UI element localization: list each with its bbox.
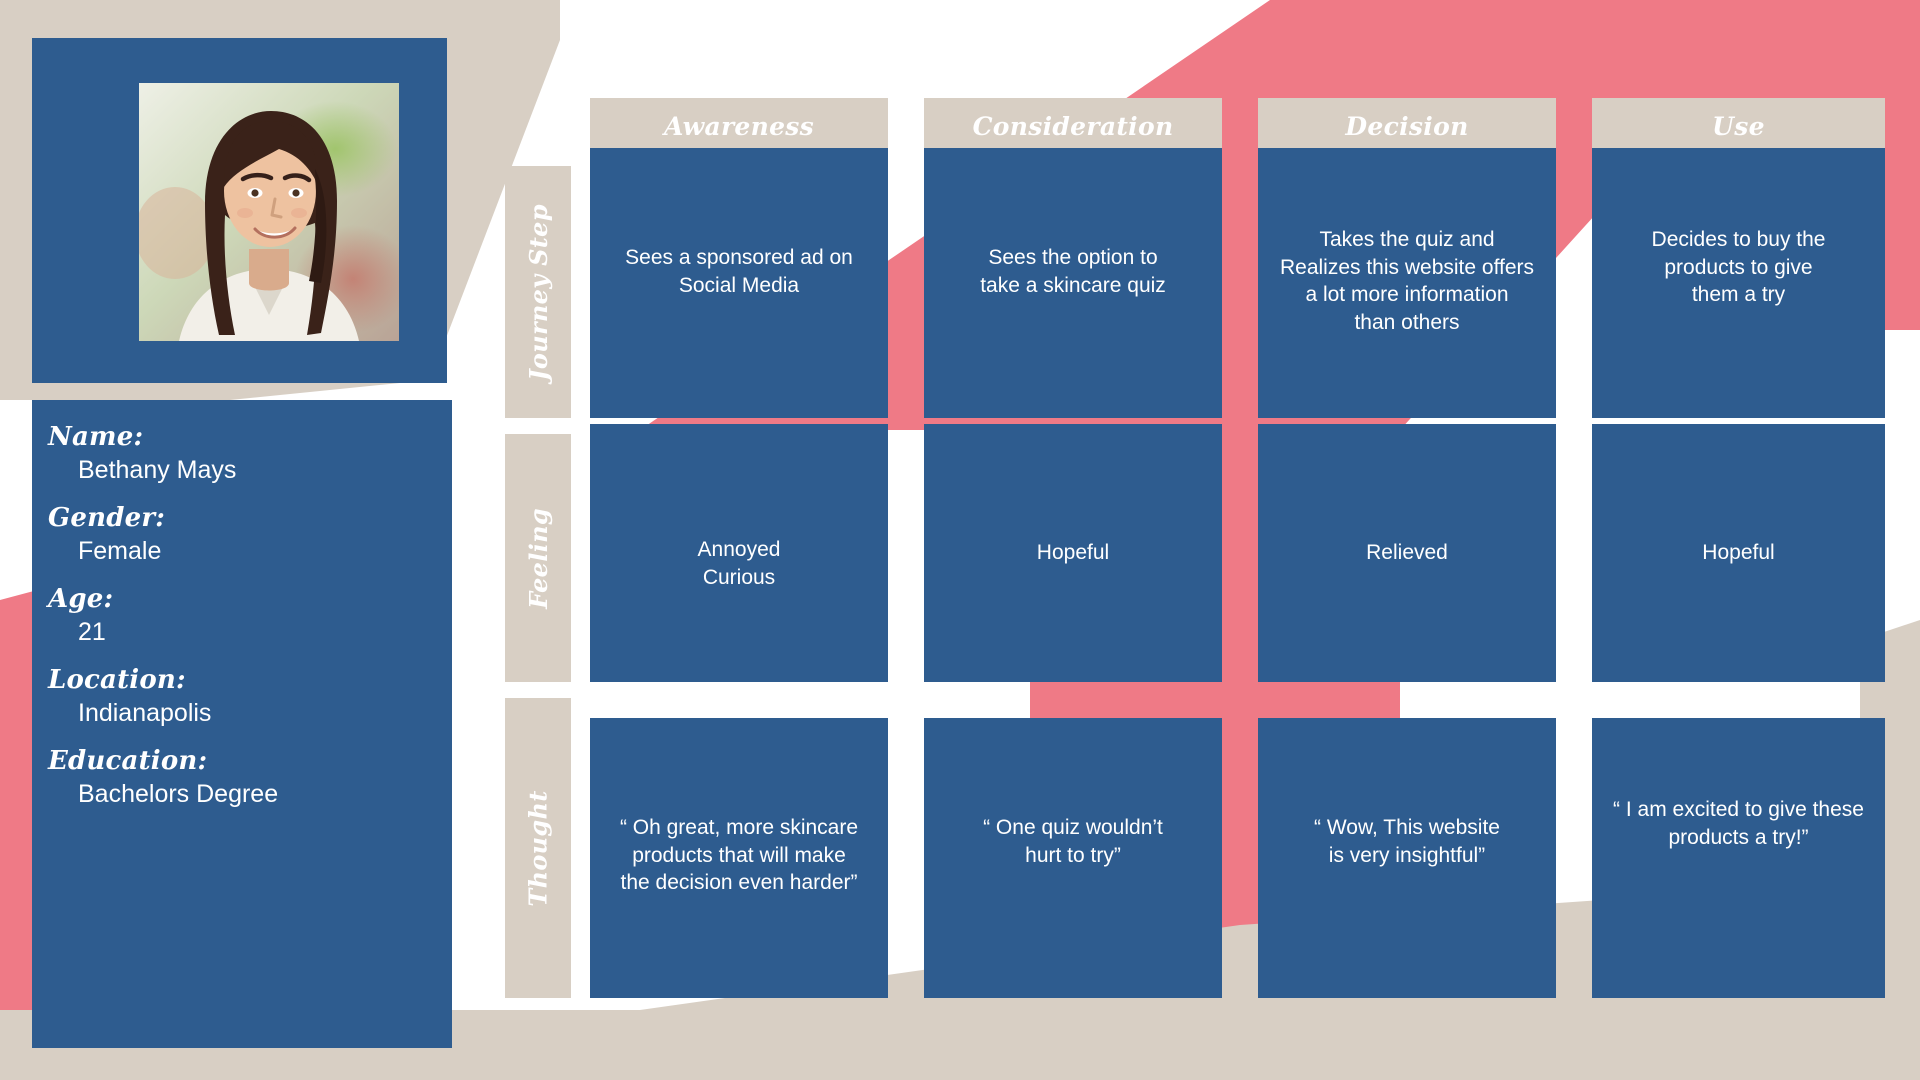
column-header-awareness: Awareness: [590, 98, 888, 154]
cell-journey-step-use: Decides to buy the products to give them…: [1592, 148, 1885, 418]
row-label-text: Journey Step: [523, 203, 553, 381]
portrait-illustration: [139, 83, 399, 341]
persona-field-value: 21: [78, 618, 106, 646]
persona-field-location: Location: Indianapolis: [32, 665, 452, 740]
journey-matrix: Awareness Consideration Decision Use Jou…: [505, 98, 1885, 998]
cell-feeling-consideration: Hopeful: [924, 424, 1222, 682]
cell-thought-awareness: “ Oh great, more skincare products that …: [590, 718, 888, 998]
row-label-text: Feeling: [523, 507, 553, 609]
persona-field-label: Age:: [48, 584, 114, 614]
cell-journey-step-awareness: Sees a sponsored ad on Social Media: [590, 148, 888, 418]
row-label-feeling: Feeling: [505, 434, 571, 682]
persona-field-label: Gender:: [48, 503, 166, 533]
cell-feeling-decision: Relieved: [1258, 424, 1556, 682]
cell-journey-step-consideration: Sees the option to take a skincare quiz: [924, 148, 1222, 418]
persona-photo-card: [32, 38, 447, 383]
column-header-decision: Decision: [1258, 98, 1556, 154]
cell-thought-use: “ I am excited to give these products a …: [1592, 718, 1885, 998]
persona-field-value: Indianapolis: [78, 699, 212, 727]
row-label-thought: Thought: [505, 698, 571, 998]
persona-field-gender: Gender: Female: [32, 503, 452, 578]
cell-thought-decision: “ Wow, This website is very insightful”: [1258, 718, 1556, 998]
cell-feeling-use: Hopeful: [1592, 424, 1885, 682]
column-header-use: Use: [1592, 98, 1885, 154]
persona-field-value: Bachelors Degree: [78, 780, 279, 808]
persona-field-name: Name: Bethany Mays: [32, 422, 452, 497]
cell-feeling-awareness: Annoyed Curious: [590, 424, 888, 682]
persona-avatar: [139, 83, 399, 341]
persona-field-value: Female: [78, 537, 162, 565]
persona-field-label: Location:: [48, 665, 186, 695]
row-label-text: Thought: [523, 789, 553, 907]
persona-field-age: Age: 21: [32, 584, 452, 659]
column-header-consideration: Consideration: [924, 98, 1222, 154]
persona-details-card: Name: Bethany Mays Gender: Female Age: 2…: [32, 400, 452, 1048]
persona-field-value: Bethany Mays: [78, 456, 237, 484]
row-label-journey-step: Journey Step: [505, 166, 571, 418]
cell-journey-step-decision: Takes the quiz and Realizes this website…: [1258, 148, 1556, 418]
persona-field-education: Education: Bachelors Degree: [32, 746, 452, 821]
cell-thought-consideration: “ One quiz wouldn’t hurt to try”: [924, 718, 1222, 998]
persona-field-label: Name:: [48, 422, 144, 452]
persona-field-label: Education:: [48, 746, 208, 776]
